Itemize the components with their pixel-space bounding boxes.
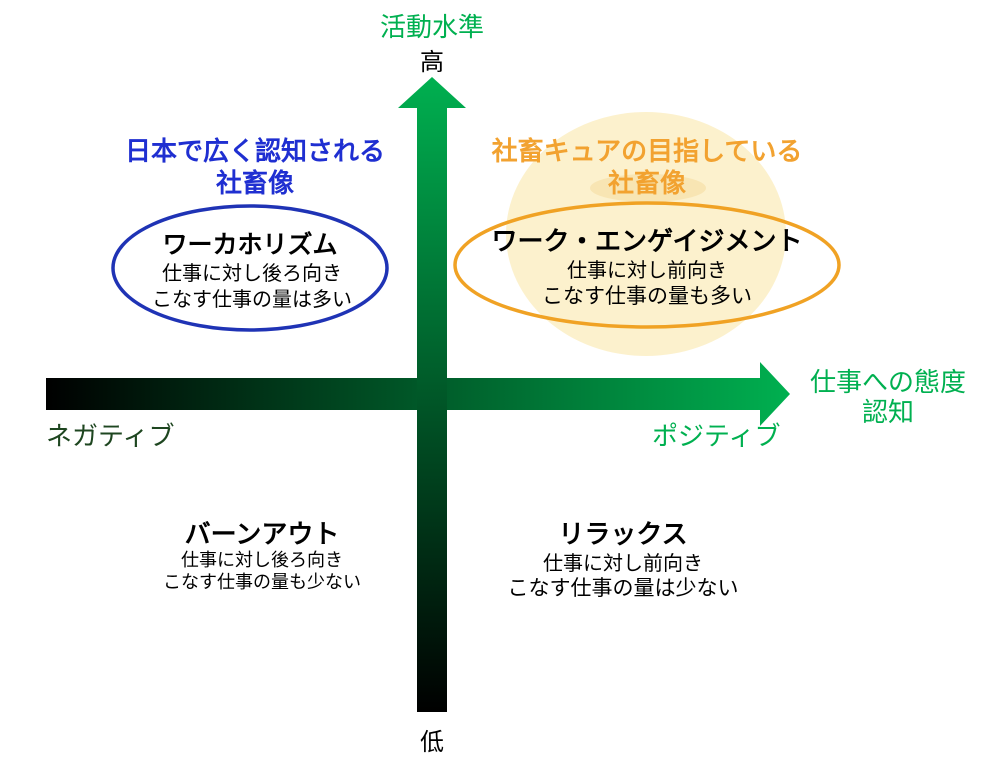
top-left-caption-line1: 日本で広く認知される bbox=[124, 137, 385, 167]
vertical-axis-arrow bbox=[398, 77, 466, 712]
workaholism-description-line1: 仕事に対し後ろ向き bbox=[162, 261, 342, 285]
workaholism-title: ワーカホリズム bbox=[162, 230, 338, 259]
relax-description-line2: こなす仕事の量は少ない bbox=[507, 576, 739, 600]
top-left-caption-line2: 社畜像 bbox=[215, 169, 294, 199]
burnout-description-line2: こなす仕事の量も少ない bbox=[163, 572, 361, 593]
top-right-caption-line1: 社畜キュアの目指している bbox=[491, 137, 803, 167]
work-engagement-description-line1: 仕事に対し前向き bbox=[567, 258, 727, 282]
highlight-circle bbox=[506, 112, 786, 356]
highlight-circle-detail bbox=[590, 174, 706, 202]
work-engagement-description-line2: こなす仕事の量も多い bbox=[542, 284, 752, 308]
horizontal-axis-title-line2: 認知 bbox=[861, 398, 914, 428]
workaholism-description-line2: こなす仕事の量は多い bbox=[152, 287, 352, 311]
vertical-axis-low-label: 低 bbox=[420, 728, 444, 756]
horizontal-axis-negative-label: ネガティブ bbox=[46, 422, 175, 452]
work-engagement-ellipse bbox=[453, 201, 841, 329]
vertical-axis-high-label: 高 bbox=[420, 48, 444, 76]
relax-description-line1: 仕事に対し前向き bbox=[543, 551, 703, 575]
top-right-caption-line2: 社畜像 bbox=[607, 169, 686, 199]
vertical-axis-title: 活動水準 bbox=[379, 13, 484, 43]
relax-title: リラックス bbox=[558, 520, 688, 550]
horizontal-axis-positive-label: ポジティブ bbox=[652, 422, 781, 452]
workaholism-ellipse bbox=[111, 204, 389, 332]
burnout-title: バーンアウト bbox=[184, 520, 340, 550]
burnout-description-line1: 仕事に対し後ろ向き bbox=[181, 550, 343, 571]
work-engagement-title: ワーク・エンゲイジメント bbox=[491, 227, 803, 257]
horizontal-axis-title-line1: 仕事への態度 bbox=[809, 368, 966, 398]
